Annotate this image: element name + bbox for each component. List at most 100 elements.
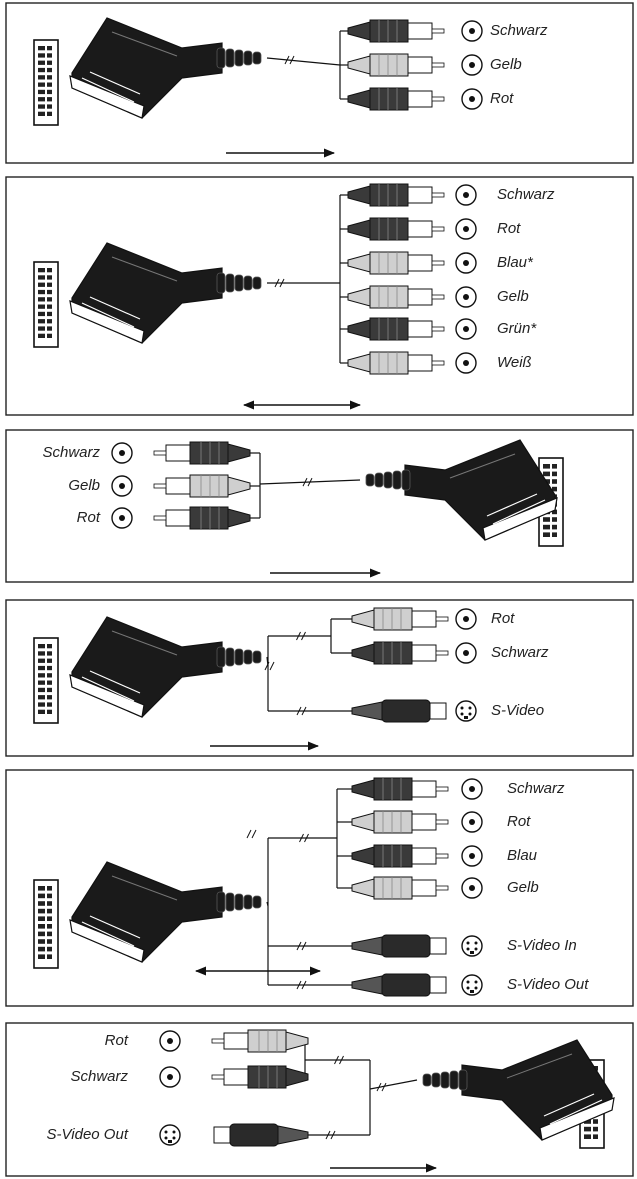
scart-plug-ridge (543, 1093, 595, 1117)
scart-strain-relief (374, 472, 384, 488)
cable-wiring (246, 788, 352, 990)
scart-pin (47, 311, 52, 317)
rca-body (247, 1065, 287, 1089)
scart-plug-ridge (81, 77, 135, 103)
svideo-body (381, 699, 431, 723)
scart-pin (47, 901, 52, 906)
svideo-boot (351, 701, 383, 721)
main-cable (266, 57, 341, 66)
scart-plug-ridge (506, 1053, 573, 1079)
connector-label: Rot (105, 1032, 129, 1049)
scart-plug-ridge (81, 921, 135, 947)
scart-pin (47, 89, 52, 95)
svideo-jack-key (470, 990, 474, 993)
rca-body (369, 251, 409, 275)
svideo-jack-icon (159, 1124, 181, 1146)
scart-pin (38, 687, 45, 693)
cable-break-mark (296, 980, 302, 990)
cable-break-mark (296, 631, 301, 641)
scart-pin (47, 97, 52, 102)
connector-label: S-Video Out (47, 1126, 129, 1143)
scart-strain-relief (422, 1073, 432, 1087)
scart-pin (38, 924, 45, 929)
scart-plug (365, 439, 558, 541)
rca-body (369, 183, 409, 207)
scart-strain-relief (216, 891, 226, 913)
scart-pin (47, 82, 52, 87)
cable-break-mark (381, 1082, 387, 1092)
scart-pin (47, 46, 52, 51)
rca-collar (411, 879, 437, 897)
scart-pin (47, 60, 52, 65)
scart-strain-relief (234, 274, 244, 292)
scart-pin (38, 326, 45, 331)
rca-collar (407, 254, 433, 272)
scart-pin (47, 886, 52, 891)
cable-wiring (264, 618, 352, 716)
cable-break-mark (274, 278, 280, 288)
scart-strain-relief (225, 647, 235, 667)
scart-pin (593, 1134, 598, 1139)
rca-pin (153, 515, 167, 521)
connector-label: Schwarz (42, 444, 100, 461)
rca-body (373, 876, 413, 900)
connector-label: Blau (507, 847, 538, 864)
rca-boot (351, 609, 375, 629)
scart-pin (38, 658, 45, 663)
scart-pin (38, 931, 45, 937)
rca-boot (351, 779, 375, 799)
scart-pin (47, 931, 52, 937)
scart-pin (38, 67, 45, 73)
scart-plug-ridge (111, 256, 178, 282)
scart-strain-relief (252, 650, 262, 664)
scart-pin (47, 687, 52, 693)
rca-collar (165, 477, 191, 495)
scart-pin (38, 75, 45, 80)
rca-collar (407, 288, 433, 306)
rca-body (369, 87, 409, 111)
rca-collar (407, 56, 433, 74)
connector-label: Schwarz (491, 644, 549, 661)
svideo-boot (277, 1125, 309, 1145)
rca-body (369, 19, 409, 43)
rca-boot (347, 55, 371, 75)
rca-collar (407, 220, 433, 238)
svideo-jack-pin (460, 706, 464, 710)
connector-label: Rot (491, 610, 515, 627)
rca-boot (347, 319, 371, 339)
scart-pin (38, 946, 45, 952)
scart-strain-relief (243, 275, 253, 291)
main-cable (369, 1079, 418, 1090)
cable-break-mark (279, 278, 285, 288)
scart-plug-rim (482, 497, 558, 541)
svideo-jack-pin (468, 712, 472, 716)
svideo-jack-key (470, 951, 474, 954)
rca-jack-center (469, 62, 475, 68)
scart-pin (38, 901, 45, 906)
scart-pin (38, 89, 45, 95)
rca-body (189, 441, 229, 465)
scart-plug (69, 861, 262, 963)
svideo-collar (429, 937, 447, 955)
scart-plug-ridge (81, 676, 135, 702)
scart-pin (38, 665, 45, 671)
scart-socket (33, 261, 59, 348)
svideo-jack-pin (172, 1136, 176, 1140)
scart-plug-ridge (89, 670, 141, 694)
rca-pin (431, 294, 445, 300)
svideo-jack-key (464, 716, 468, 719)
rca-boot (347, 89, 371, 109)
rca-jack-center (469, 819, 475, 825)
rca-jack-center (119, 483, 125, 489)
scart-pin (552, 517, 557, 522)
cable-break-mark (301, 631, 306, 641)
scart-strain-relief (216, 272, 226, 294)
connector-label: Rot (77, 509, 101, 526)
scart-pin (38, 297, 45, 302)
scart-pin (47, 297, 52, 302)
scart-pin (47, 333, 52, 338)
cable-wiring (266, 30, 348, 100)
scart-plug (69, 242, 262, 344)
